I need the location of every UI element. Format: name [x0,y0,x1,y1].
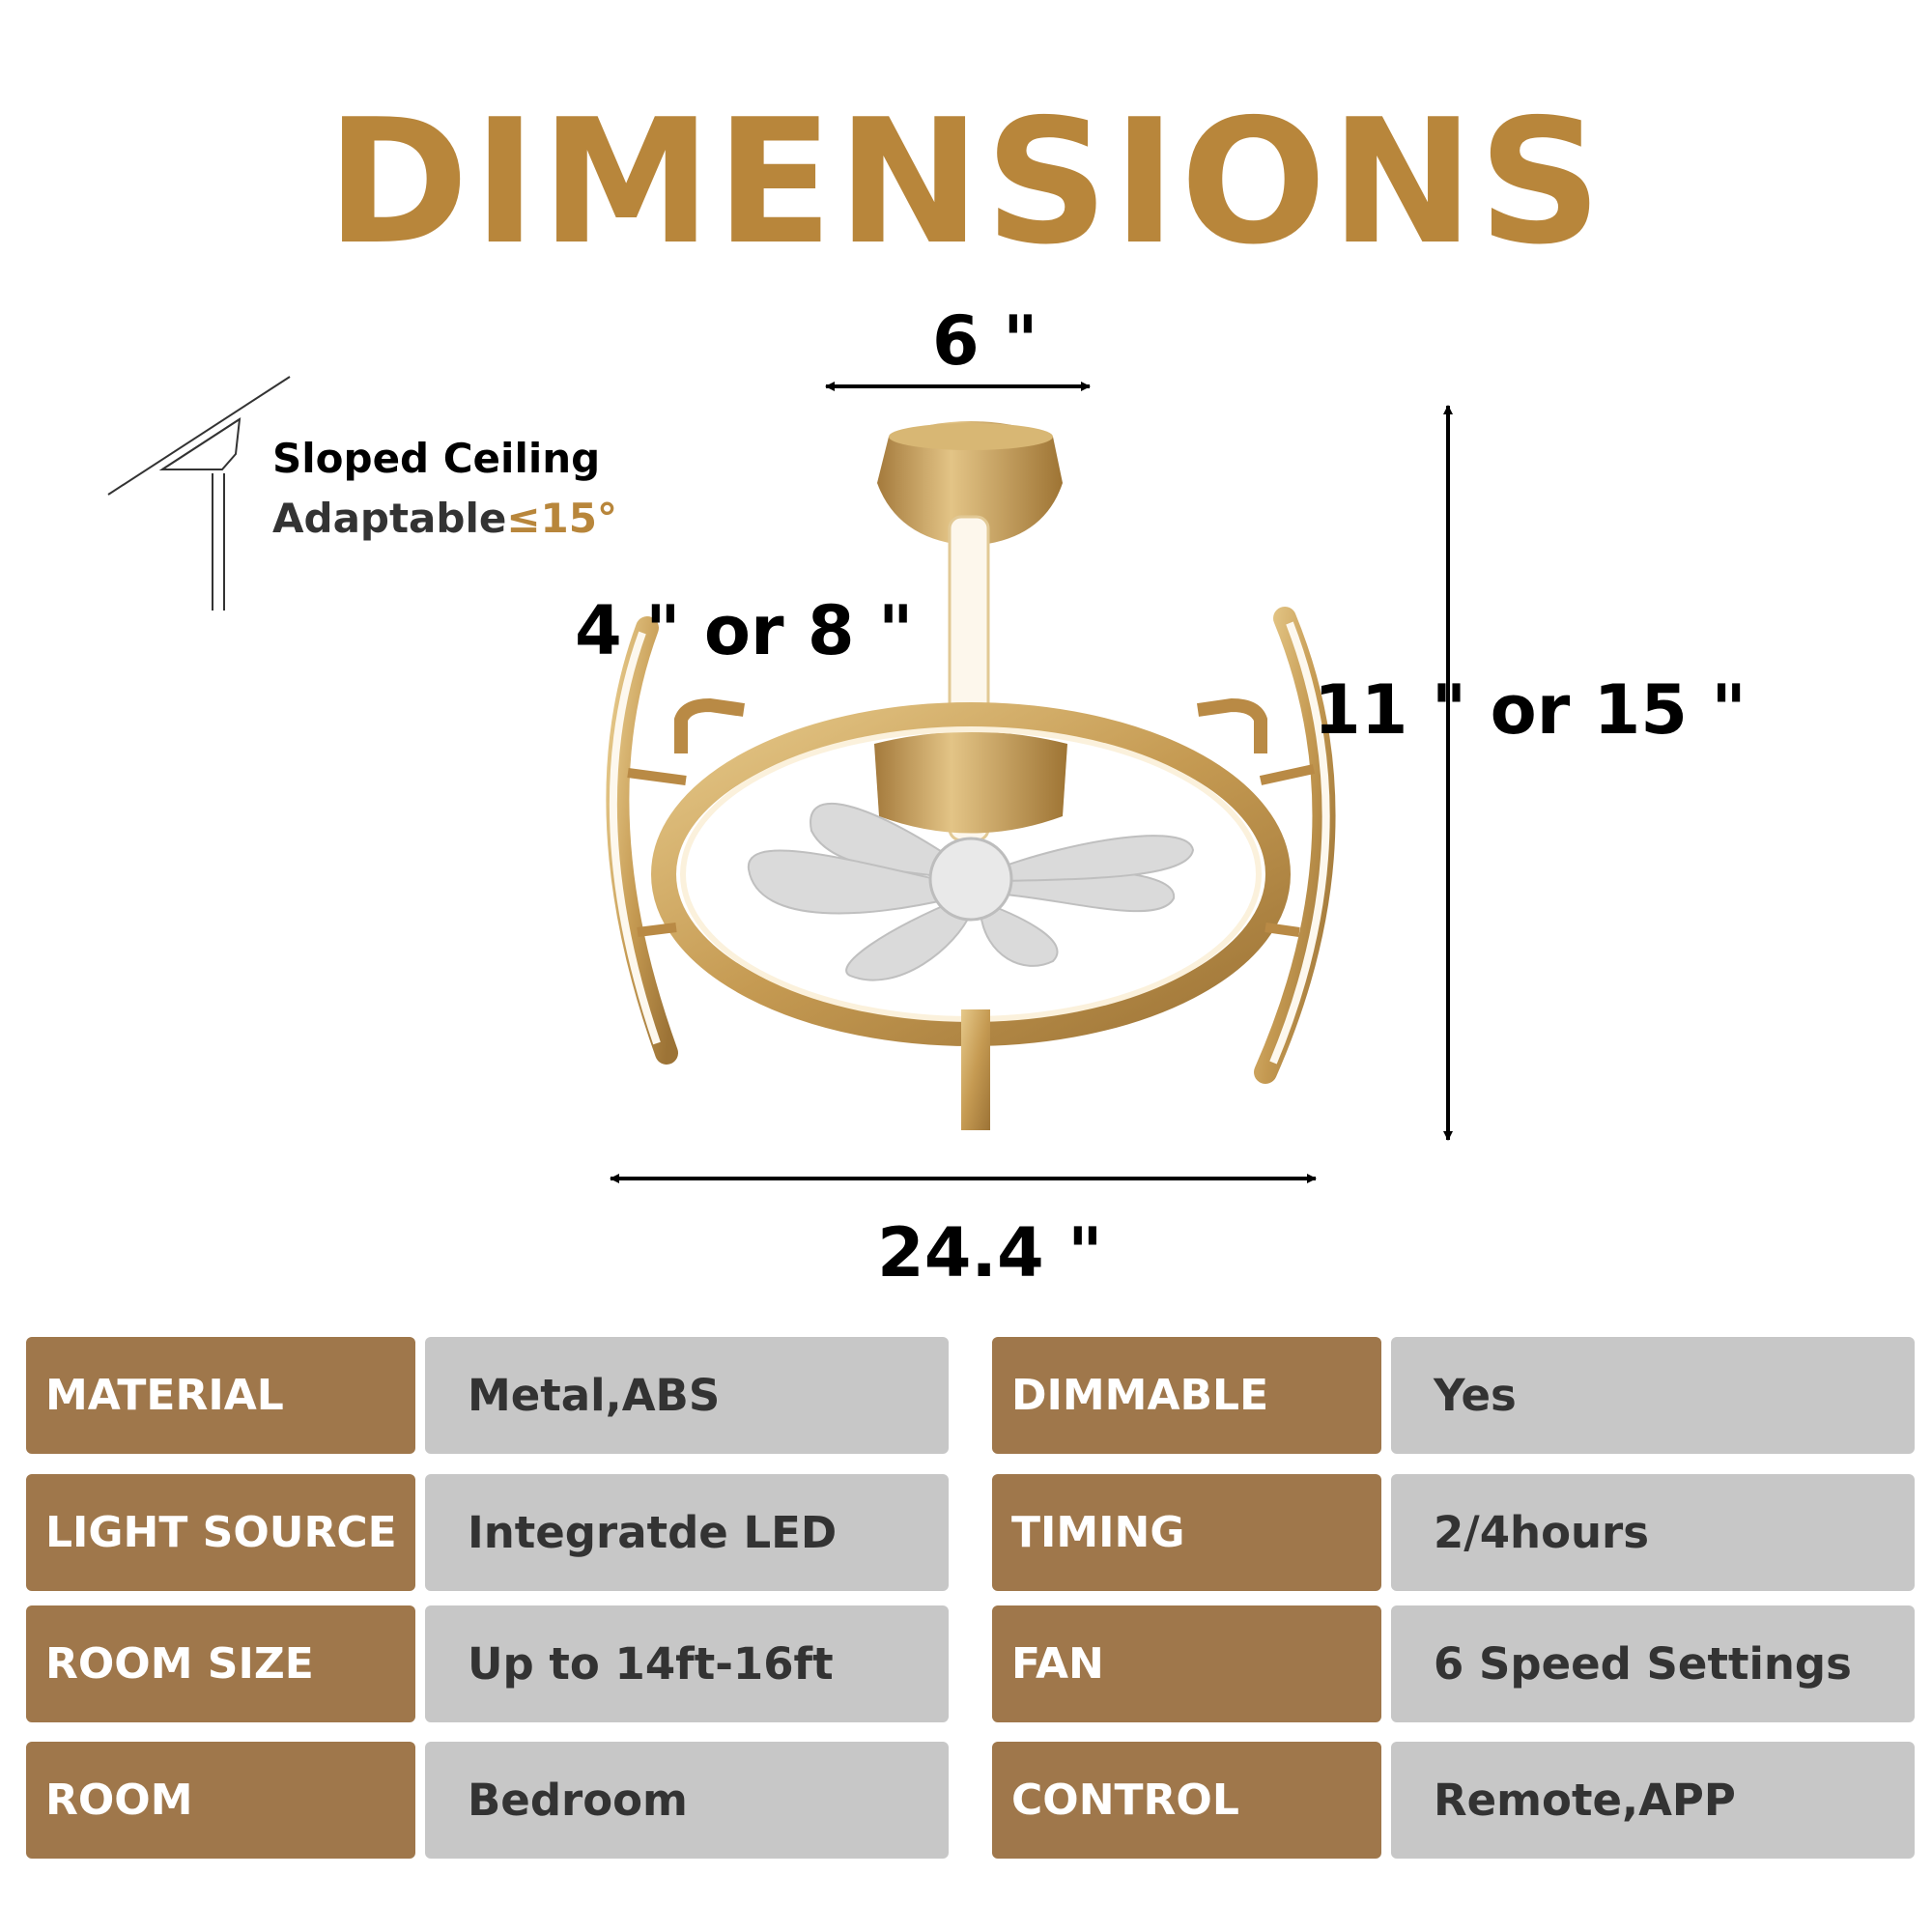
fan-dimension-diagram [107,376,1453,1183]
spec-label: TIMING [992,1474,1381,1591]
canopy-width-label: 6 " [932,301,1038,381]
spec-label: ROOM [26,1742,415,1859]
diameter-label: 24.4 " [877,1213,1103,1293]
spec-value: Metal,ABS [425,1337,949,1454]
spec-value: Up to 14ft-16ft [425,1605,949,1722]
page-title: DIMENSIONS [326,82,1606,282]
sloped-ceiling-title: Sloped Ceiling [272,435,601,482]
spec-label: CONTROL [992,1742,1381,1859]
spec-value: Remote,APP [1391,1742,1915,1859]
sloped-ceiling-icon [107,376,291,611]
adaptable-text: Adaptable [272,495,507,542]
total-height-label: 11 " or 15 " [1314,670,1747,750]
slope-angle: ≤15° [506,495,617,542]
spec-label: DIMMABLE [992,1337,1381,1454]
spec-value: Yes [1391,1337,1915,1454]
spec-value: Bedroom [425,1742,949,1859]
fan-illustration [606,421,1336,1130]
spec-label: FAN [992,1605,1381,1722]
spec-value: 2/4hours [1391,1474,1915,1591]
spec-label: ROOM SIZE [26,1605,415,1722]
spec-label: MATERIAL [26,1337,415,1454]
spec-value: 6 Speed Settings [1391,1605,1915,1722]
downrod-length-label: 4 " or 8 " [575,591,914,670]
spec-label: LIGHT SOURCE [26,1474,415,1591]
spec-value: Integratde LED [425,1474,949,1591]
sloped-ceiling-adaptable: Adaptable≤15° [272,498,617,539]
